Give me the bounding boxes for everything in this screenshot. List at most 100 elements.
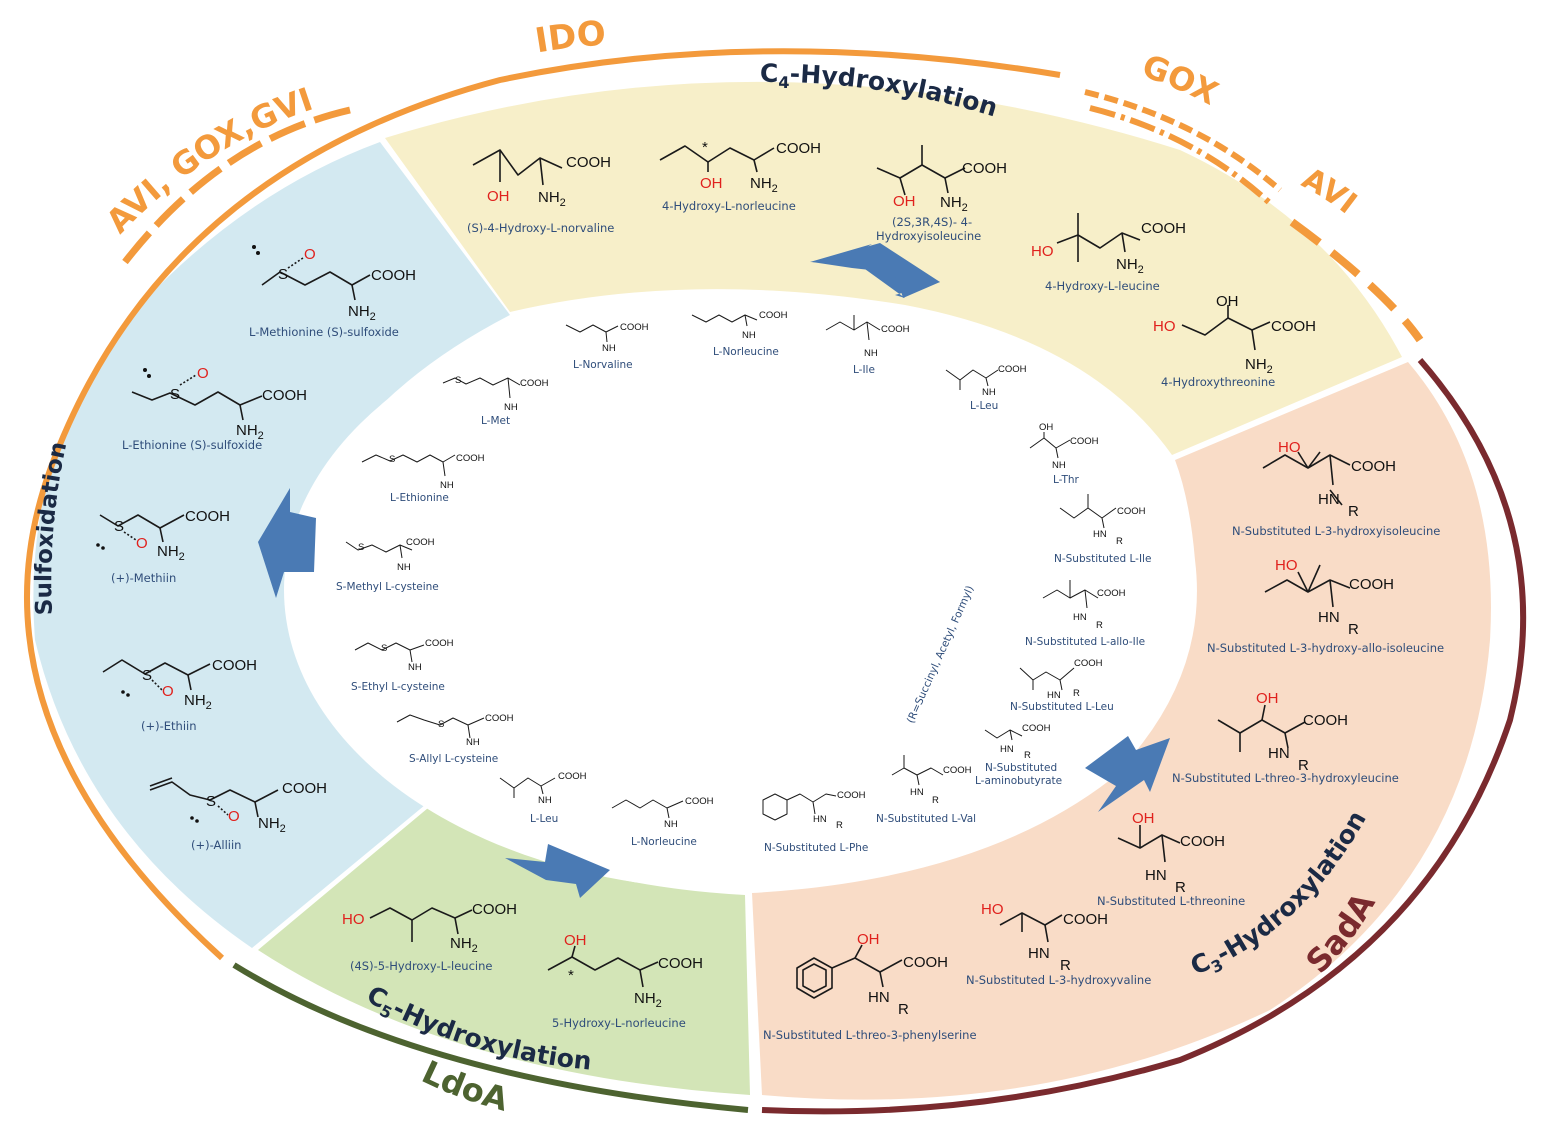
svg-text:OH: OH <box>564 932 587 949</box>
svg-text:R: R <box>1348 503 1359 520</box>
svg-text:COOH: COOH <box>1303 712 1348 729</box>
svg-text:COOH: COOH <box>1117 506 1146 517</box>
product-label-threo-3-hydroxyleucine: N-Substituted L-threo-3-hydroxyleucine <box>1172 771 1399 785</box>
svg-text:COOH: COOH <box>998 364 1027 375</box>
svg-text:R: R <box>1024 750 1031 761</box>
product-label-3-hydroxy-allo-isoleucine: N-Substituted L-3-hydroxy-allo-isoleucin… <box>1207 641 1444 655</box>
svg-text:COOH: COOH <box>881 324 910 335</box>
svg-text:COOH: COOH <box>566 154 611 171</box>
svg-text:HO: HO <box>981 901 1004 918</box>
svg-text:S: S <box>278 266 288 283</box>
product-label-4-hydroxyisoleucine-b: Hydroxyisoleucine <box>876 229 981 243</box>
product-label-ethiin: (+)-Ethiin <box>141 719 197 733</box>
svg-text:NH2: NH2 <box>750 175 778 195</box>
svg-text:OH: OH <box>1216 293 1239 310</box>
svg-text:COOH: COOH <box>406 537 435 548</box>
svg-text:COOH: COOH <box>1271 318 1316 335</box>
svg-text:COOH: COOH <box>837 790 866 801</box>
gox-label: GOX <box>1137 47 1224 113</box>
svg-text:COOH: COOH <box>620 322 649 333</box>
substrate-label-s-allyl-cysteine: S-Allyl L-cysteine <box>409 753 498 765</box>
svg-text:NH2: NH2 <box>940 194 968 214</box>
substrate-label-n-aminobutyrate-b: L-aminobutyrate <box>975 775 1062 787</box>
svg-text:R: R <box>932 795 939 806</box>
arrow-to-c4-body <box>812 243 940 298</box>
svg-text:COOH: COOH <box>1351 458 1396 475</box>
substrate-label-s-methyl-cysteine: S-Methyl L-cysteine <box>336 581 439 593</box>
svg-text:HO: HO <box>1275 557 1298 574</box>
svg-text:HN: HN <box>1073 612 1087 623</box>
avi-dashes <box>1289 218 1424 343</box>
enzyme-arcs <box>24 48 1527 1115</box>
svg-text:S: S <box>455 375 461 386</box>
svg-text:NH2: NH2 <box>236 422 264 442</box>
product-label-5-hydroxy-leucine: (4S)-5-Hydroxy-L-leucine <box>350 959 492 973</box>
svg-text:HO: HO <box>1278 439 1301 456</box>
substrate-label-norleucine-bottom: L-Norleucine <box>631 836 697 848</box>
svg-text:HO: HO <box>342 911 365 928</box>
svg-text:NH: NH <box>664 819 678 830</box>
svg-text:NH2: NH2 <box>1245 356 1273 376</box>
mol-3-hydroxy-allo-isoleucine: HO COOH HN R <box>1264 557 1394 638</box>
svg-text:NH2: NH2 <box>1116 256 1144 276</box>
svg-text:OH: OH <box>700 175 723 192</box>
svg-text:S: S <box>114 518 124 535</box>
product-label-4-hydroxy-norvaline: (S)-4-Hydroxy-L-norvaline <box>467 221 614 235</box>
svg-text:O: O <box>228 808 240 825</box>
product-label-threo-3-phenylserine: N-Substituted L-threo-3-phenylserine <box>763 1028 977 1042</box>
svg-text:NH: NH <box>602 343 616 354</box>
svg-text:NH2: NH2 <box>450 935 478 955</box>
product-label-4-hydroxy-leucine: 4-Hydroxy-L-leucine <box>1045 279 1160 293</box>
svg-text:HN: HN <box>1093 529 1107 540</box>
sada-arc <box>761 358 1527 1115</box>
svg-text:COOH: COOH <box>903 954 948 971</box>
sub-norvaline: COOH NH <box>565 322 649 354</box>
svg-text:NH: NH <box>538 795 552 806</box>
mol-methiin: S O COOH NH2 <box>96 508 230 563</box>
svg-text:NH: NH <box>466 737 480 748</box>
svg-text:O: O <box>162 683 174 700</box>
svg-text:HN: HN <box>910 787 924 798</box>
svg-text:NH: NH <box>397 562 411 573</box>
ido-label: IDO <box>532 14 607 62</box>
ido-arc <box>24 48 1061 961</box>
substrate-label-leu-bottom: L-Leu <box>530 813 558 825</box>
svg-text:COOH: COOH <box>456 453 485 464</box>
svg-text:S: S <box>389 454 395 465</box>
svg-text:OH: OH <box>1039 422 1053 433</box>
substrate-label-met: L-Met <box>481 415 510 427</box>
substrate-label-n-ile: N-Substituted L-Ile <box>1054 553 1151 565</box>
mol-methionine-sulfoxide: S O COOH NH2 <box>252 245 416 323</box>
svg-text:*: * <box>702 139 708 156</box>
svg-text:COOH: COOH <box>658 955 703 972</box>
arrow-to-c5 <box>505 844 610 898</box>
svg-text:OH: OH <box>1132 810 1155 827</box>
svg-text:NH: NH <box>742 330 756 341</box>
svg-text:NH2: NH2 <box>538 189 566 209</box>
mol-n-threonine: OH COOH HN R <box>1117 810 1225 896</box>
svg-text:COOH: COOH <box>212 657 257 674</box>
svg-text:NH2: NH2 <box>184 692 212 712</box>
svg-text:HN: HN <box>1000 744 1014 755</box>
svg-text:O: O <box>136 535 148 552</box>
svg-text:COOH: COOH <box>685 796 714 807</box>
svg-text:COOH: COOH <box>520 378 549 389</box>
product-label-4-hydroxythreonine: 4-Hydroxythreonine <box>1161 375 1275 389</box>
substrate-label-n-phe: N-Substituted L-Phe <box>764 842 868 854</box>
gox-dashes-2 <box>1089 105 1275 208</box>
svg-text:HN: HN <box>1145 867 1167 884</box>
reaction-arrows <box>258 243 1170 898</box>
substrate-pool <box>284 290 1192 890</box>
product-label-4-hydroxyisoleucine-a: (2S,3R,4S)- 4- <box>892 215 972 229</box>
svg-text:NH2: NH2 <box>634 990 662 1010</box>
substrate-label-n-leu: N-Substituted L-Leu <box>1010 701 1114 713</box>
